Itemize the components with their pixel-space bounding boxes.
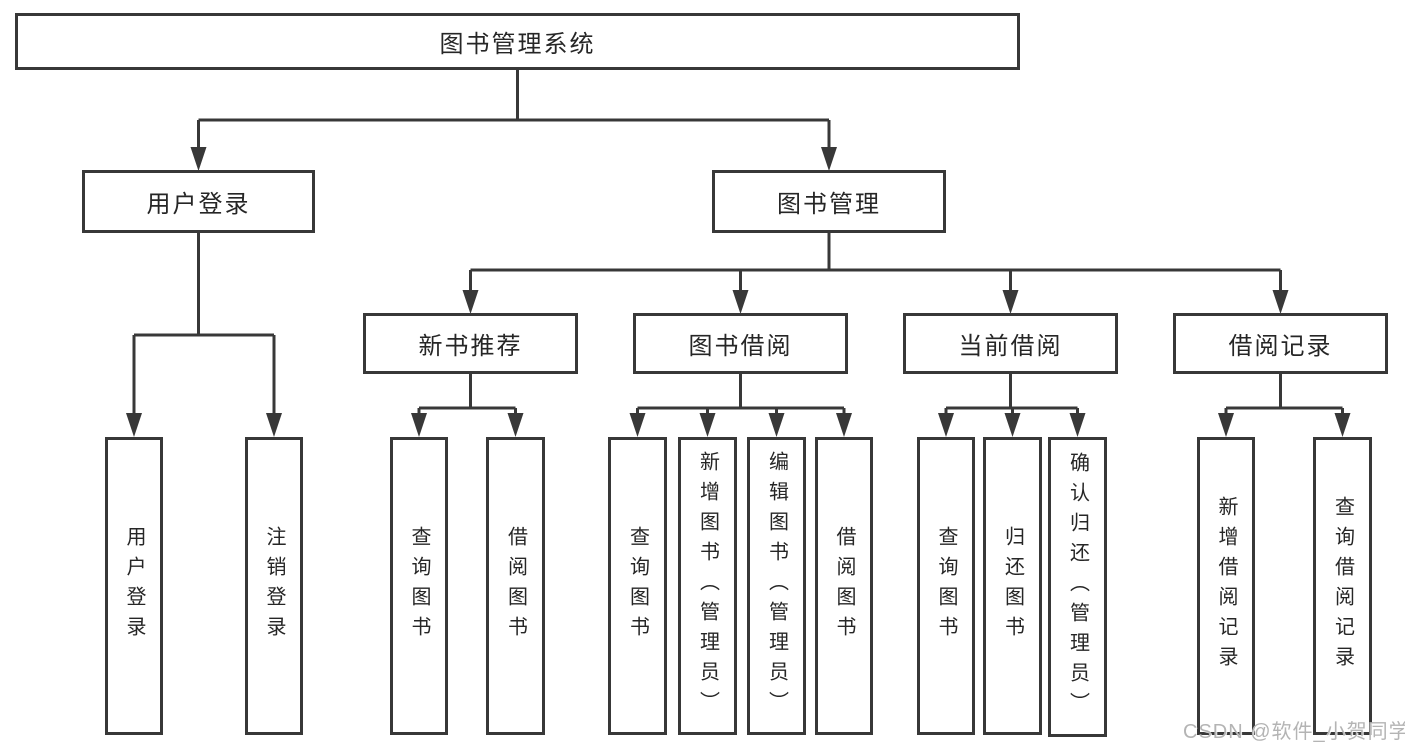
node-book-management: 图书管理 — [712, 170, 946, 233]
leaf-cb-confirm-return-admin: 确认归还（管理员） — [1048, 437, 1107, 737]
leaf-user-login: 用户登录 — [105, 437, 163, 735]
leaf-nbr-query-books: 查询图书 — [390, 437, 448, 735]
leaf-bb-edit-books-admin: 编辑图书（管理员） — [747, 437, 806, 735]
leaf-br-add-record: 新增借阅记录 — [1197, 437, 1255, 735]
node-label: 归还图书 — [1001, 526, 1024, 646]
leaf-cb-query-books: 查询图书 — [917, 437, 975, 735]
node-label: 查询图书 — [408, 526, 430, 646]
leaf-bb-add-books-admin: 新增图书（管理员） — [678, 437, 737, 735]
node-label: 图书借阅 — [688, 333, 793, 360]
node-label: 新增借阅记录 — [1215, 496, 1237, 676]
node-label: 当前借阅 — [958, 333, 1063, 360]
node-label: 查询借阅记录 — [1331, 496, 1354, 676]
node-label: 图书管理系统 — [439, 31, 596, 58]
leaf-cb-return-books: 归还图书 — [983, 437, 1042, 735]
node-new-book-recommendation: 新书推荐 — [363, 313, 578, 374]
node-label: 确认归还（管理员） — [1066, 452, 1089, 722]
node-label: 用户登录 — [123, 526, 145, 646]
leaf-nbr-borrow-books: 借阅图书 — [486, 437, 545, 735]
node-library-management-system: 图书管理系统 — [15, 13, 1020, 70]
node-label: 注销登录 — [263, 526, 285, 646]
node-book-borrowing: 图书借阅 — [633, 313, 848, 374]
node-label: 借阅记录 — [1228, 333, 1333, 360]
csdn-watermark: CSDN @软件_小贺同学 — [1183, 721, 1405, 743]
leaf-bb-query-books: 查询图书 — [608, 437, 667, 735]
leaf-br-query-record: 查询借阅记录 — [1313, 437, 1372, 735]
node-label: 查询图书 — [626, 526, 649, 646]
node-label: 用户登录 — [146, 191, 251, 218]
node-borrowing-records: 借阅记录 — [1173, 313, 1388, 374]
node-label: 新增图书（管理员） — [696, 451, 719, 721]
leaf-logout: 注销登录 — [245, 437, 303, 735]
node-user-login-branch: 用户登录 — [82, 170, 315, 233]
node-label: 借阅图书 — [504, 526, 527, 646]
node-label: 查询图书 — [935, 526, 957, 646]
node-label: 新书推荐 — [418, 333, 523, 360]
node-label: 图书管理 — [777, 191, 881, 218]
node-current-borrowing: 当前借阅 — [903, 313, 1118, 374]
leaf-bb-borrow-books: 借阅图书 — [815, 437, 873, 735]
node-label: 编辑图书（管理员） — [765, 451, 788, 721]
node-label: 借阅图书 — [833, 526, 855, 646]
